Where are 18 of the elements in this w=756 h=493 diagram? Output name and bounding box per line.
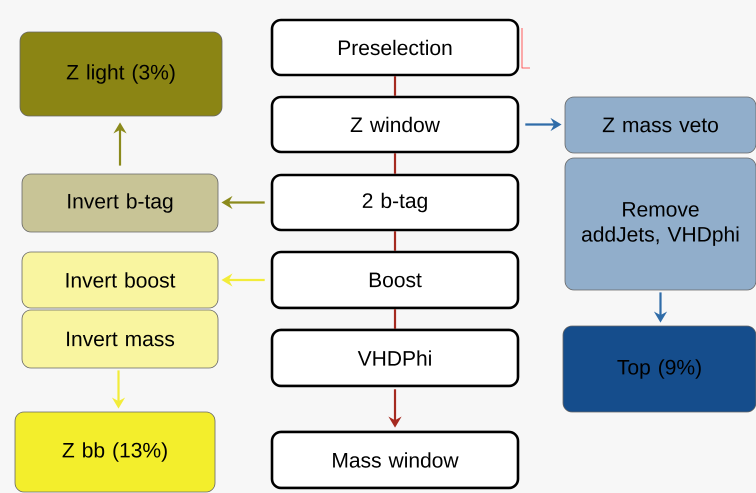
result-box: Invert b-tag [22, 174, 218, 232]
result-box: Top (9%) [562, 326, 756, 412]
step-box: Z window [270, 96, 520, 154]
result-box: Z light (3%) [20, 32, 222, 116]
result-box: Z bb (13%) [14, 412, 216, 492]
step-box: VHDPhi [270, 328, 520, 388]
step-box: Boost [270, 250, 520, 310]
result-box: Invert mass [22, 310, 218, 368]
result-box: Invert boost [22, 252, 218, 308]
connector-line [394, 309, 396, 329]
result-box: Remove addJets, VHDphi [564, 158, 756, 290]
connector-line [394, 76, 396, 96]
connector-line [394, 153, 396, 174]
step-box: Preselection [270, 18, 520, 76]
step-box: Mass window [270, 430, 520, 490]
result-box: Z mass veto [564, 96, 756, 154]
connector-line [394, 231, 396, 251]
step-box: 2 b-tag [270, 174, 520, 232]
